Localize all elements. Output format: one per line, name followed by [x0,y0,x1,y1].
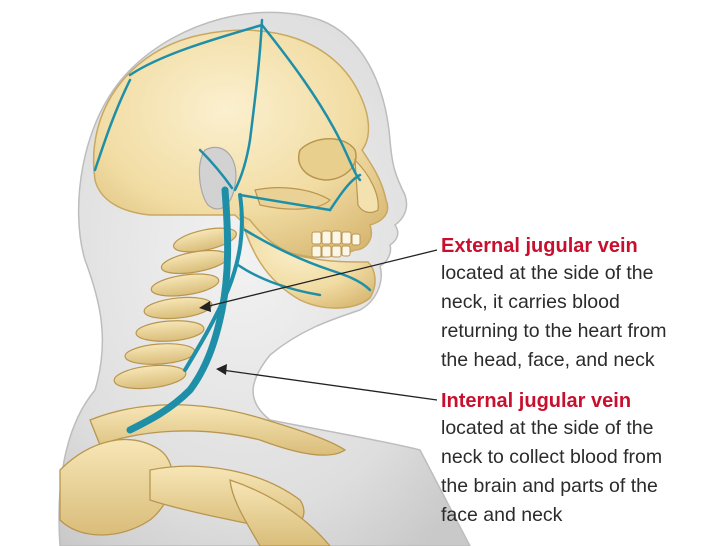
description-line: neck, it carries blood [441,291,620,313]
description-line: face and neck [441,504,563,526]
internal-jugular-leader [221,369,438,401]
description-line: located at the side of the [441,417,654,439]
external-jugular-leader [204,249,438,308]
cheek-bone [254,187,331,210]
nasal-bone [354,158,379,214]
internal-jugular-vein [126,186,232,434]
leader-arrowheads [199,301,227,375]
description-line: returning to the heart from [441,320,667,342]
external-jugular-vein [183,193,244,372]
cervical-spine [113,227,237,390]
leader-lines [204,249,438,401]
description-line: the brain and parts of the [441,475,658,497]
external-jugular-arrowhead [199,301,211,312]
internal-jugular-label: Internal jugular vein located at the sid… [441,388,717,530]
vein-network [93,18,372,434]
teeth [311,230,361,258]
external-jugular-label: External jugular vein located at the sid… [441,233,717,375]
internal-jugular-arrowhead [216,364,227,375]
eye-socket [298,138,357,181]
internal-jugular-title: Internal jugular vein [441,390,632,412]
description-line: neck to collect blood from [441,446,663,468]
description-line: the head, face, and neck [441,349,655,371]
external-jugular-title: External jugular vein [441,235,638,257]
external-jugular-description: located at the side of the neck, it carr… [441,259,717,375]
description-line: located at the side of the [441,262,654,284]
internal-jugular-description: located at the side of the neck to colle… [441,414,717,530]
